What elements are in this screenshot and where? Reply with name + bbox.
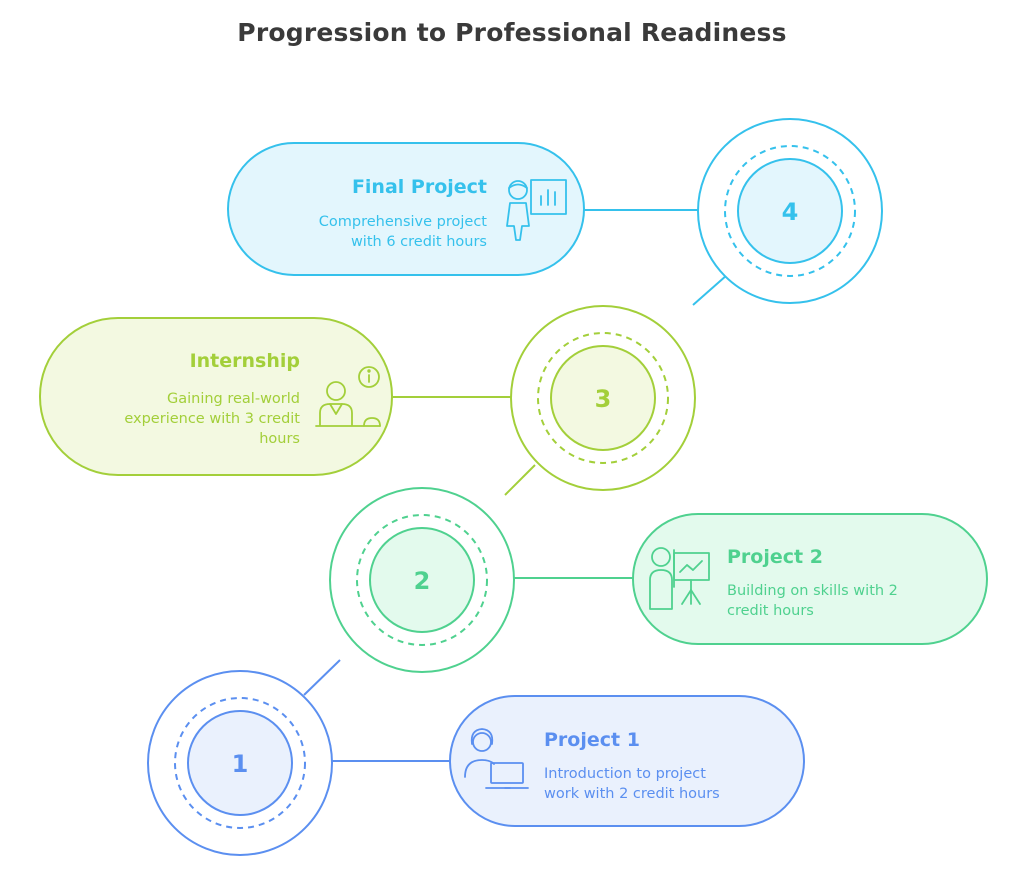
step-4: 4 Final Project Comprehensive project wi…: [227, 118, 883, 304]
step-2: 2 Project 2 Building on skills with 2 cr…: [329, 487, 988, 673]
person-laptop-icon: [464, 728, 529, 789]
step-3-title: Internship: [190, 350, 300, 372]
step-2-desc-line-1: Building on skills with 2: [727, 583, 898, 599]
step-2-card: [632, 513, 988, 645]
step-1-dashed-ring: [174, 697, 306, 829]
step-2-title: Project 2: [727, 546, 823, 568]
step-3-number: 3: [595, 385, 612, 413]
person-info-desk-icon: [315, 366, 381, 427]
step-3-desc-line-3: hours: [259, 431, 300, 447]
person-chart-icon: [506, 179, 567, 241]
connector-2-3: [504, 464, 536, 496]
step-2-dashed-ring: [356, 514, 488, 646]
step-2-number: 2: [414, 567, 431, 595]
step-1-desc-line-1: Introduction to project: [544, 766, 706, 782]
step-4-desc-line-1: Comprehensive project: [319, 214, 488, 230]
page-title: Progression to Professional Readiness: [237, 18, 787, 47]
connector-1-2: [303, 659, 341, 696]
step-1-desc-line-2: work with 2 credit hours: [544, 786, 720, 802]
step-3-desc-line-2: experience with 3 credit: [124, 411, 300, 427]
step-1-title: Project 1: [544, 729, 640, 751]
step-4-desc-line-2: with 6 credit hours: [351, 234, 487, 250]
step-4-number: 4: [782, 198, 799, 226]
step-2-desc-line-2: credit hours: [727, 603, 814, 619]
step-4-inner-circle: [737, 158, 843, 264]
step-3-dashed-ring: [537, 332, 669, 464]
step-1-number: 1: [232, 750, 249, 778]
step-4-dashed-ring: [724, 145, 856, 277]
step-3: 3 Internship Gaining real-world experien…: [39, 305, 696, 491]
step-3-desc-line-1: Gaining real-world: [167, 391, 300, 407]
step-1-card: [449, 695, 805, 827]
person-presentation-icon: [649, 547, 710, 610]
step-1: 1 Project 1 Introduction to project work…: [147, 670, 805, 856]
connector-3-4: [692, 274, 728, 306]
step-1-inner-circle: [187, 710, 293, 816]
step-2-inner-circle: [369, 527, 475, 633]
step-3-inner-circle: [550, 345, 656, 451]
step-4-title: Final Project: [352, 176, 487, 198]
